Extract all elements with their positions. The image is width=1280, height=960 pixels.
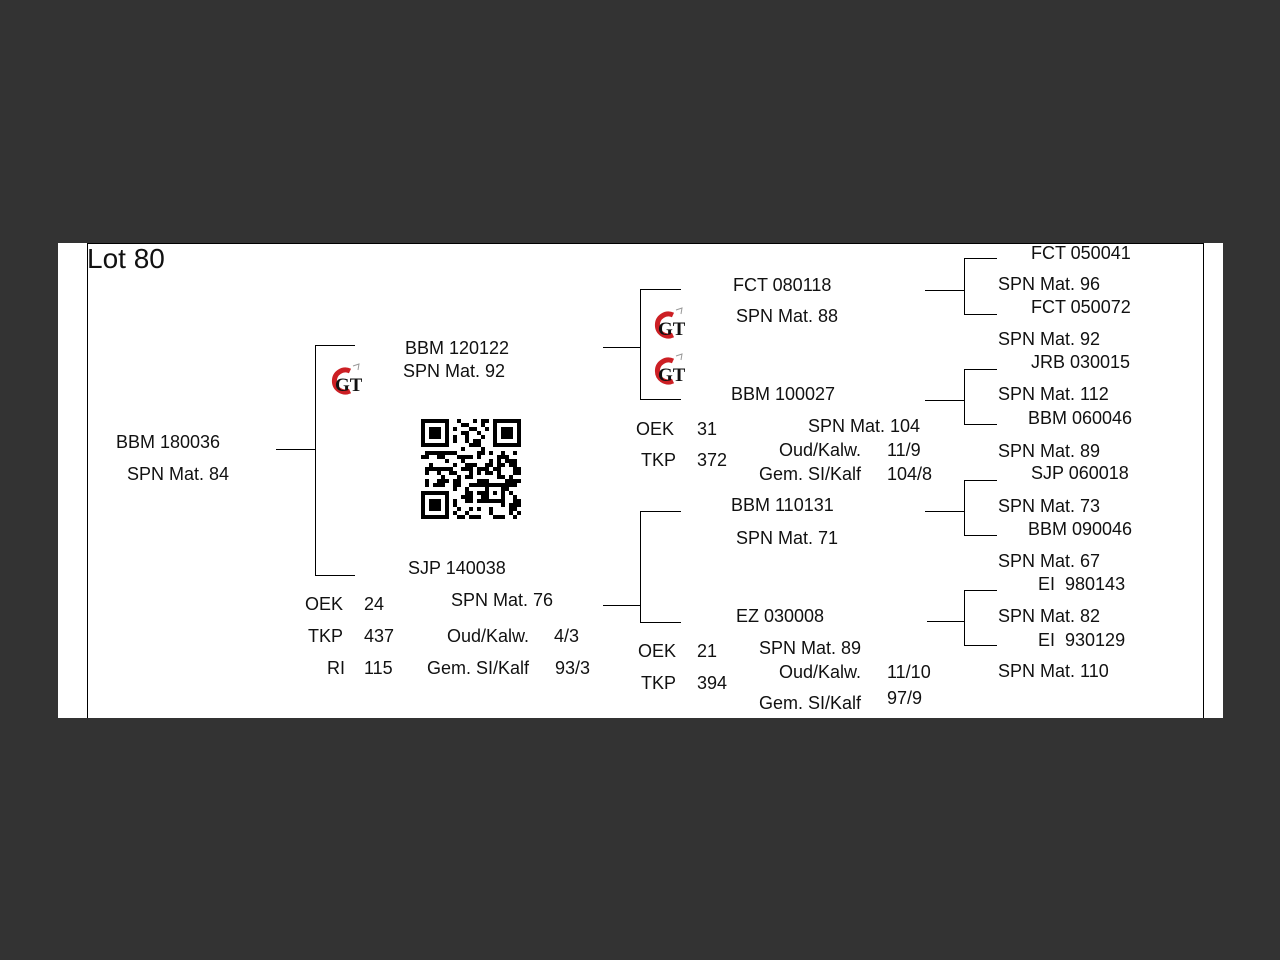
g4-0-spn: SPN Mat. 96 bbox=[998, 274, 1101, 294]
connector-g4-b-top bbox=[964, 369, 997, 370]
animal-id: BBM 180036 bbox=[116, 432, 221, 452]
g4-2-spn: SPN Mat. 112 bbox=[998, 384, 1109, 404]
sire-dam-id: BBM 100027 bbox=[731, 384, 836, 404]
connector-sire-sire bbox=[640, 289, 681, 290]
dam-spn: SPN Mat. 76 bbox=[451, 590, 554, 610]
sire-dam-spn: SPN Mat. 104 bbox=[808, 416, 921, 436]
qr-code bbox=[421, 419, 521, 519]
g4-6-spn: SPN Mat. 82 bbox=[998, 606, 1101, 626]
pedigree-sheet: Lot 80 BBM 180036 SPN Mat. 84 GT BBM 120… bbox=[58, 243, 1223, 718]
gt-logo-icon: GT bbox=[654, 353, 685, 386]
connector-g4-d-top bbox=[964, 590, 997, 591]
connector-g4-c-top bbox=[964, 480, 997, 481]
dam-dam-gem-label: Gem. SI/Kalf bbox=[759, 693, 862, 713]
sire-dam-gem-value: 104/8 bbox=[887, 464, 933, 484]
connector-sire-dam bbox=[640, 399, 681, 400]
dam-dam-oek-value: 21 bbox=[697, 641, 718, 661]
connector-g4-b-bottom bbox=[964, 424, 997, 425]
dam-oek-value: 24 bbox=[364, 594, 385, 614]
dam-dam-oud-label: Oud/Kalw. bbox=[779, 662, 862, 682]
g4-6-id: EI 980143 bbox=[1038, 574, 1126, 594]
sire-dam-tkp-label: TKP bbox=[641, 450, 677, 470]
animal-spn: SPN Mat. 84 bbox=[127, 464, 230, 484]
connector-sire-right bbox=[603, 347, 641, 348]
dam-dam-oud-value: 11/10 bbox=[887, 662, 931, 682]
g4-3-spn: SPN Mat. 89 bbox=[998, 441, 1101, 461]
dam-sire-spn: SPN Mat. 71 bbox=[736, 528, 839, 548]
dam-ri-label: RI bbox=[327, 658, 345, 678]
connector-g4-d-vertical bbox=[964, 590, 965, 646]
g4-7-spn: SPN Mat. 110 bbox=[998, 661, 1109, 681]
sire-dam-oud-value: 11/9 bbox=[887, 440, 921, 460]
g4-5-spn: SPN Mat. 67 bbox=[998, 551, 1101, 571]
dam-gem-value: 93/3 bbox=[555, 658, 591, 678]
connector-dam bbox=[315, 575, 355, 576]
connector-g4-c bbox=[925, 511, 965, 512]
sire-dam-tkp-value: 372 bbox=[697, 450, 728, 470]
lot-title: Lot 80 bbox=[87, 243, 165, 274]
dam-dam-oek-label: OEK bbox=[638, 641, 677, 661]
dam-ri-value: 115 bbox=[364, 658, 393, 678]
sire-sire-id: FCT 080118 bbox=[733, 275, 832, 295]
connector-g4-d bbox=[927, 621, 965, 622]
connector-g4-d-bottom bbox=[964, 645, 997, 646]
g4-4-id: SJP 060018 bbox=[1031, 463, 1129, 483]
sire-dam-oek-value: 31 bbox=[697, 419, 718, 439]
sire-dam-oek-label: OEK bbox=[636, 419, 675, 439]
gt-logo-icon: GT bbox=[654, 307, 685, 340]
connector-g4-b bbox=[925, 400, 965, 401]
sire-dam-oud-label: Oud/Kalw. bbox=[779, 440, 862, 460]
g4-1-id: FCT 050072 bbox=[1031, 297, 1131, 317]
g4-3-id: BBM 060046 bbox=[1028, 408, 1133, 428]
dam-oud-label: Oud/Kalw. bbox=[447, 626, 530, 646]
connector-g4-c-bottom bbox=[964, 535, 997, 536]
logo-text: GT bbox=[658, 319, 685, 340]
dam-tkp-value: 437 bbox=[364, 626, 395, 646]
sire-sire-spn: SPN Mat. 88 bbox=[736, 306, 839, 326]
g4-5-id: BBM 090046 bbox=[1028, 519, 1133, 539]
connector-sire-grand-vertical bbox=[640, 289, 641, 400]
connector-sire bbox=[315, 345, 355, 346]
sire-spn: SPN Mat. 92 bbox=[403, 361, 506, 381]
dam-dam-gem-value: 97/9 bbox=[887, 688, 923, 708]
connector-animal bbox=[276, 449, 316, 450]
dam-dam-spn: SPN Mat. 89 bbox=[759, 638, 862, 658]
g4-7-id: EI 930129 bbox=[1038, 630, 1126, 650]
dam-id: SJP 140038 bbox=[408, 558, 506, 578]
dam-oud-value: 4/3 bbox=[554, 626, 580, 646]
connector-dam-grand-vertical bbox=[640, 511, 641, 623]
sire-dam-gem-label: Gem. SI/Kalf bbox=[759, 464, 862, 484]
gt-logo-icon: GT bbox=[331, 363, 362, 396]
g4-2-id: JRB 030015 bbox=[1031, 352, 1131, 372]
connector-parents-vertical bbox=[315, 345, 316, 576]
right-border-line bbox=[1203, 243, 1204, 718]
sire-id: BBM 120122 bbox=[405, 338, 510, 358]
g4-1-spn: SPN Mat. 92 bbox=[998, 329, 1101, 349]
dam-gem-label: Gem. SI/Kalf bbox=[427, 658, 530, 678]
g4-4-spn: SPN Mat. 73 bbox=[998, 496, 1101, 516]
connector-dam-sire bbox=[640, 511, 681, 512]
logo-text: GT bbox=[658, 365, 685, 386]
connector-dam-right bbox=[603, 605, 641, 606]
connector-g4-b-vertical bbox=[964, 369, 965, 425]
top-border-line bbox=[87, 243, 1204, 244]
dam-sire-id: BBM 110131 bbox=[731, 495, 834, 515]
connector-g4-a bbox=[925, 290, 965, 291]
dam-tkp-label: TKP bbox=[308, 626, 344, 646]
dam-dam-tkp-value: 394 bbox=[697, 673, 728, 693]
connector-dam-dam bbox=[640, 622, 681, 623]
dam-oek-label: OEK bbox=[305, 594, 344, 614]
connector-g4-c-vertical bbox=[964, 480, 965, 536]
dam-dam-id: EZ 030008 bbox=[736, 606, 825, 626]
left-border-line bbox=[87, 243, 88, 718]
connector-g4-a-bottom bbox=[964, 314, 997, 315]
connector-g4-a-top bbox=[964, 258, 997, 259]
g4-0-id: FCT 050041 bbox=[1031, 243, 1131, 263]
dam-dam-tkp-label: TKP bbox=[641, 673, 677, 693]
connector-g4-a-vertical bbox=[964, 258, 965, 315]
logo-text: GT bbox=[335, 375, 362, 396]
